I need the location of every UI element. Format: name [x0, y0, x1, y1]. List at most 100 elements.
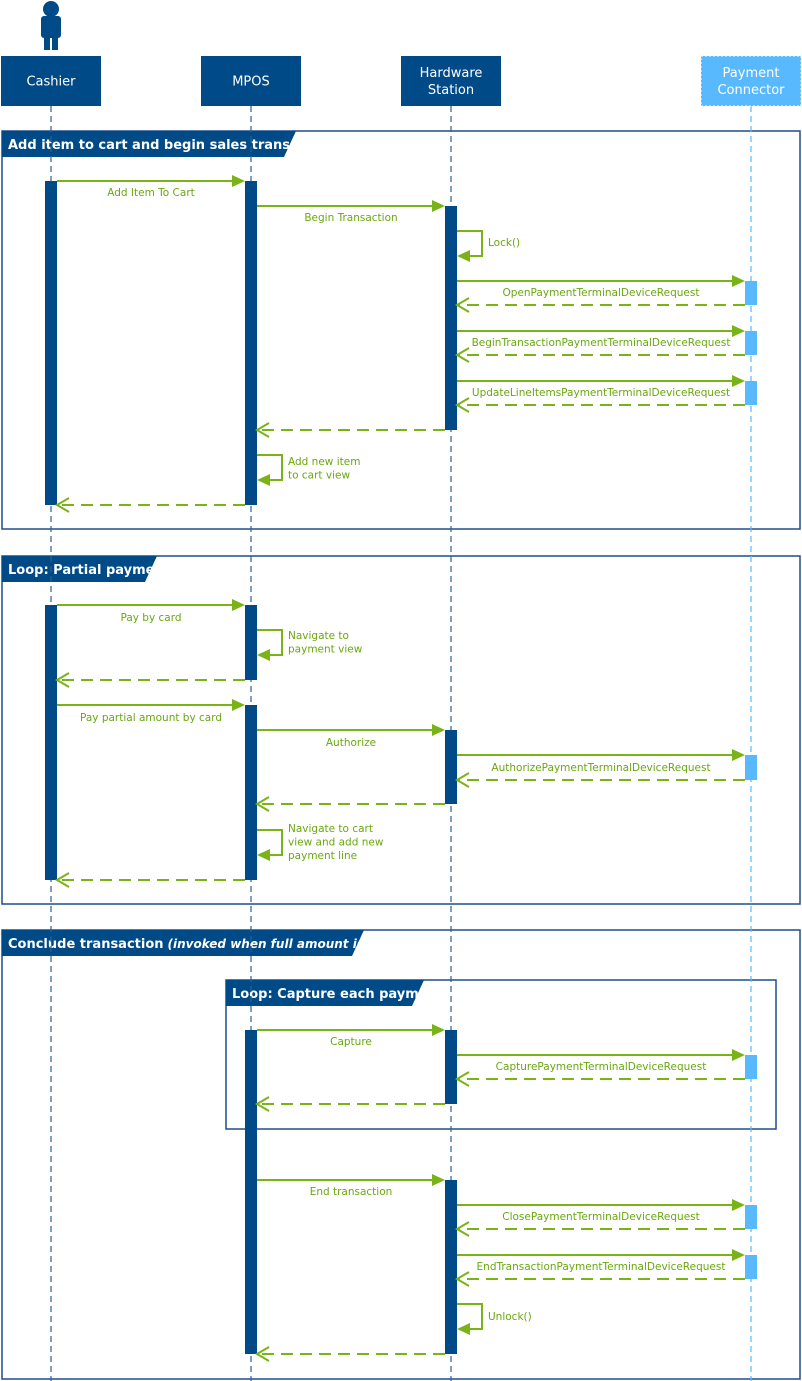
message-call: Begin Transaction: [257, 200, 445, 224]
message-return: [255, 422, 445, 438]
message-label: view and add new: [288, 837, 384, 849]
frame-border: [225, 979, 777, 1130]
message-call: AuthorizePaymentTerminalDeviceRequest: [457, 749, 745, 774]
activation-bar-connector: [745, 1055, 757, 1079]
message-self: Lock(): [457, 230, 520, 262]
message-call: OpenPaymentTerminalDeviceRequest: [457, 275, 745, 299]
arrowhead: [232, 175, 245, 187]
frame-tab: [2, 930, 364, 956]
message-label: End transaction: [310, 1186, 393, 1198]
activation-bar-connector: [745, 1255, 757, 1279]
message-label: UpdateLineItemsPaymentTerminalDeviceRequ…: [472, 387, 730, 399]
frame-tab: [2, 556, 157, 582]
message-label: Add Item To Cart: [107, 187, 195, 199]
message-return: [455, 347, 745, 363]
message-return: [455, 397, 745, 413]
arrowhead: [255, 796, 270, 812]
activation-bar-connector: [745, 1205, 757, 1229]
message-return: [255, 1346, 445, 1362]
activation-bar-connector: [745, 331, 757, 355]
message-return: [455, 1071, 745, 1087]
frame-4: Loop: Capture each payment: [225, 979, 777, 1130]
activation-bar-connector: [745, 381, 757, 405]
message-call: Authorize: [257, 724, 445, 749]
arrowhead: [457, 250, 470, 262]
lifeline-label: Connector: [717, 83, 785, 98]
lifeline-header: [201, 56, 301, 106]
lifeline-header: [1, 56, 101, 106]
arrowhead: [732, 1199, 745, 1211]
lifeline-label: MPOS: [232, 75, 270, 90]
message-label: payment line: [288, 850, 357, 862]
message-line: [257, 829, 283, 856]
message-return: [455, 1271, 745, 1287]
message-call: Capture: [257, 1024, 445, 1048]
message-label: Pay partial amount by card: [80, 712, 222, 724]
message-label: Capture: [330, 1036, 372, 1048]
arrowhead: [455, 347, 470, 363]
frame-title: Add item to cart and begin sales transac…: [8, 138, 335, 153]
arrowhead: [432, 724, 445, 736]
frame-note: (invoked when full amount is paid): [168, 937, 403, 951]
frame-2: Loop: Partial payment: [1, 555, 801, 905]
message-return: [455, 1221, 745, 1237]
message-return: [255, 1096, 445, 1112]
lifeline-label: Hardware: [420, 66, 483, 81]
frame-tab: [2, 131, 296, 157]
message-label: Pay by card: [120, 612, 181, 624]
activation-bar-mpos: [245, 181, 257, 505]
message-label: Unlock(): [488, 1311, 532, 1323]
frame-tab: [226, 980, 424, 1006]
arrowhead: [732, 749, 745, 761]
arrowhead: [257, 474, 270, 486]
message-label: Lock(): [488, 237, 520, 249]
activation-bar-cashier: [45, 181, 57, 505]
activation-bar-hardware: [445, 1030, 457, 1104]
lifeline-label: Payment: [723, 66, 780, 81]
message-label: Begin Transaction: [304, 212, 397, 224]
activation-bar-mpos: [245, 605, 257, 680]
lifeline-header: [401, 56, 501, 106]
message-return: [55, 672, 245, 688]
message-line: [257, 454, 283, 481]
lifeline-label: Cashier: [26, 75, 76, 90]
message-call: Add Item To Cart: [57, 175, 245, 199]
message-return: [55, 872, 245, 888]
arrowhead: [455, 772, 470, 788]
message-return: [55, 497, 245, 513]
message-label: CapturePaymentTerminalDeviceRequest: [496, 1061, 707, 1073]
arrowhead: [255, 1096, 270, 1112]
activation-bar-hardware: [445, 1180, 457, 1354]
frame-3: Conclude transaction(invoked when full a…: [1, 929, 801, 1380]
message-call: EndTransactionPaymentTerminalDeviceReque…: [457, 1249, 745, 1273]
message-call: UpdateLineItemsPaymentTerminalDeviceRequ…: [457, 375, 745, 399]
message-label: BeginTransactionPaymentTerminalDeviceReq…: [472, 337, 731, 349]
arrowhead: [432, 1174, 445, 1186]
arrowhead: [257, 849, 270, 861]
activation-bar-mpos: [245, 1030, 257, 1354]
arrowhead: [232, 699, 245, 711]
arrowhead: [732, 275, 745, 287]
person-icon: [41, 1, 61, 50]
arrowhead: [55, 497, 70, 513]
activation-bar-connector: [745, 281, 757, 305]
message-return: [455, 772, 745, 788]
message-label: Authorize: [326, 737, 376, 749]
arrowhead: [732, 1049, 745, 1061]
arrowhead: [257, 649, 270, 661]
arrowhead: [255, 1346, 270, 1362]
arrowhead: [55, 672, 70, 688]
message-call: ClosePaymentTerminalDeviceRequest: [457, 1199, 745, 1223]
message-return: [455, 297, 745, 313]
activation-bar-mpos: [245, 705, 257, 880]
arrowhead: [55, 872, 70, 888]
arrowhead: [432, 1024, 445, 1036]
message-call: CapturePaymentTerminalDeviceRequest: [457, 1049, 745, 1073]
arrowhead: [455, 1071, 470, 1087]
activation-bar-hardware: [445, 730, 457, 804]
frame-title: Loop: Partial payment: [8, 563, 170, 578]
